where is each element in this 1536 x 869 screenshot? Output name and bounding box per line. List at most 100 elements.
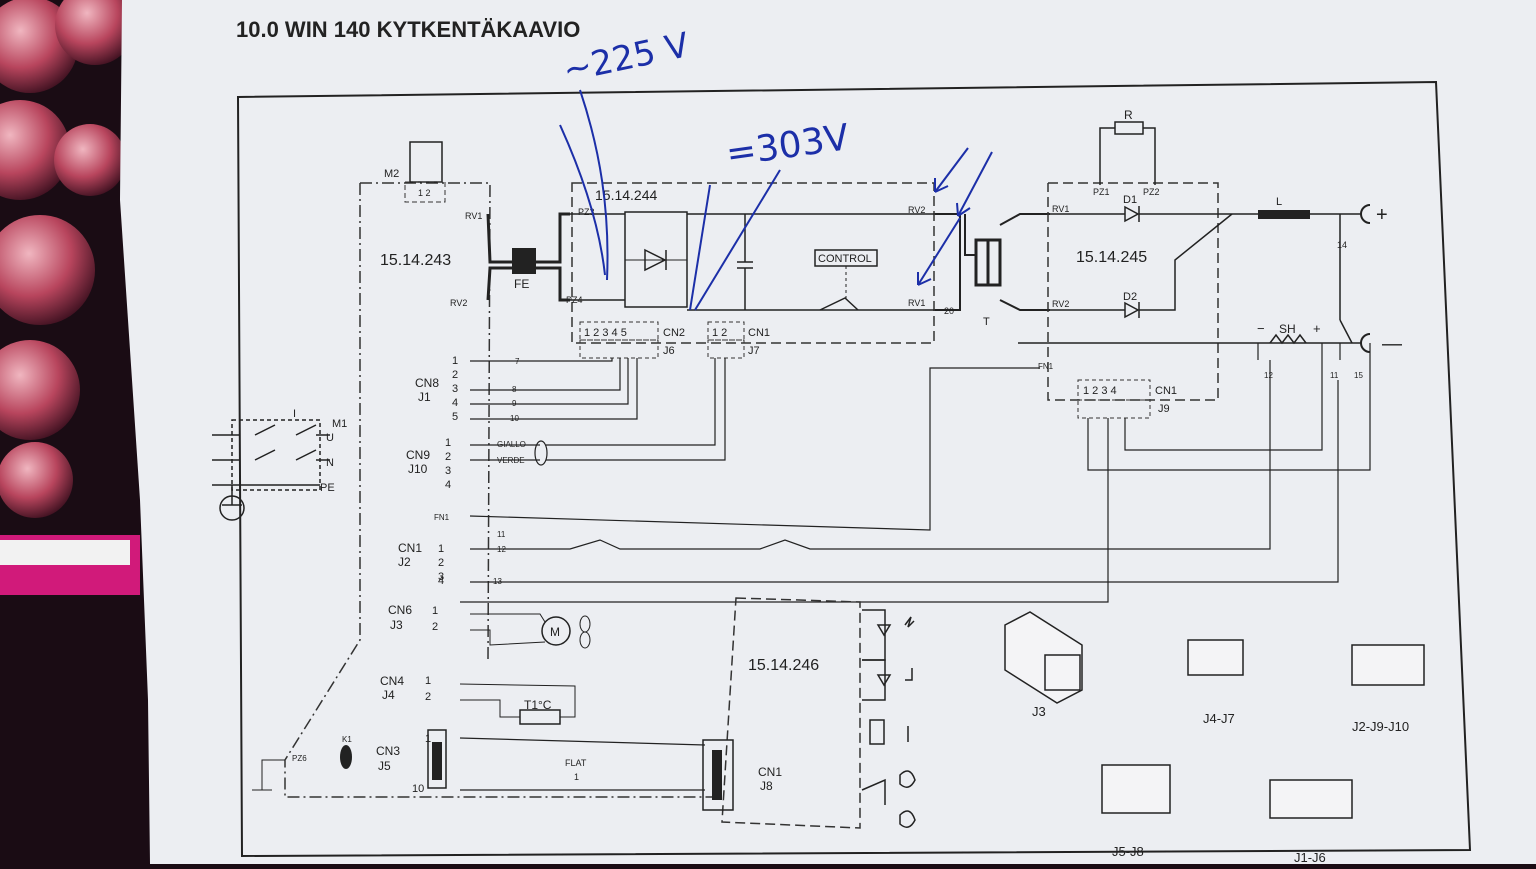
cn3-label: CN3: [376, 744, 400, 758]
cn8-label: CN8: [415, 376, 439, 390]
legend-j1-j6: J1-J6: [1294, 850, 1326, 864]
svg-text:10: 10: [412, 783, 424, 795]
svg-text:1: 1: [425, 675, 431, 687]
wire-13: 13: [493, 577, 502, 586]
legend-j2-j9-j10: J2-J9-J10: [1352, 719, 1409, 734]
svg-text:1: 1: [438, 543, 444, 555]
wire-12b: 12: [1264, 371, 1273, 380]
svg-text:1: 1: [452, 355, 458, 367]
switch-n-label: N: [326, 457, 334, 469]
board-246-label: 15.14.246: [748, 657, 819, 674]
decorative-beads: [0, 0, 140, 595]
wire-8: 8: [512, 385, 517, 394]
pz6-label: PZ6: [292, 754, 307, 763]
wire-11b: 11: [1330, 371, 1339, 380]
d1-label: D1: [1123, 194, 1137, 206]
cn1-j2-bottom: J2: [398, 555, 411, 569]
fan-motor: [541, 616, 571, 646]
k1-label: K1: [342, 735, 352, 744]
svg-text:3: 3: [445, 465, 451, 477]
svg-text:4: 4: [438, 575, 444, 587]
svg-text:2: 2: [445, 451, 451, 463]
shunt-sh: [1269, 333, 1307, 345]
legend-j3: J3: [1032, 704, 1046, 719]
board-244-outline: [571, 182, 935, 344]
rv2-245-label: RV2: [1052, 299, 1069, 309]
transformer-label: T: [983, 316, 990, 328]
cn1-j8-top: CN1: [758, 765, 782, 779]
k1-jumper: [340, 745, 352, 769]
outer-frame: [236, 80, 1472, 858]
wire-7: 7: [515, 357, 520, 366]
board-244-label: 15.14.244: [595, 187, 657, 203]
fn1-j2-label: FN1: [434, 513, 450, 522]
shunt-label: SH: [1279, 322, 1296, 336]
cn1-j8-bottom: J8: [760, 779, 773, 793]
indicator-panel: [861, 609, 916, 828]
d2-label: D2: [1123, 291, 1137, 303]
rv1-245-label: RV1: [1052, 204, 1069, 214]
cn4-label: CN4: [380, 674, 404, 688]
cn1-j7-top: CN1: [748, 327, 770, 339]
cn3-j5-connector: [427, 729, 447, 789]
svg-text:2: 2: [452, 369, 458, 381]
inductor-l: [1258, 210, 1310, 219]
output-minus-terminal: [1360, 333, 1371, 353]
cn6-label: CN6: [388, 603, 412, 617]
cn1-j7-bottom: J7: [748, 345, 760, 357]
switch-pe-label: PE: [320, 482, 335, 494]
svg-text:1 2 3 4 5: 1 2 3 4 5: [584, 327, 627, 339]
svg-text:2: 2: [432, 621, 438, 633]
j4-conn-label: J4: [382, 688, 395, 702]
m2-label: M2: [384, 168, 399, 180]
board-245-label: 15.14.245: [1076, 249, 1147, 266]
rv2-244-label: RV2: [908, 205, 925, 215]
fe-filter: [486, 212, 570, 302]
cn1-j9-top: CN1: [1155, 385, 1177, 397]
svg-text:4: 4: [445, 479, 451, 491]
fn1-245-label: FN1: [1038, 362, 1054, 371]
page-title: 10.0 WIN 140 KYTKENTÄKAAVIO: [236, 17, 580, 42]
fe-core: [512, 248, 536, 274]
j6-label: J6: [663, 345, 675, 357]
pz2-label: PZ2: [1143, 187, 1160, 197]
j3-conn-label: J3: [390, 618, 403, 632]
flat-number: 1: [574, 772, 579, 782]
m1-label: M1: [332, 418, 347, 430]
output-plus-label: +: [1376, 204, 1388, 226]
svg-text:2: 2: [438, 557, 444, 569]
pz3-label: PZ3: [578, 207, 595, 217]
svg-text:2: 2: [425, 691, 431, 703]
paper-sheet: [120, 0, 1536, 864]
svg-text:1 2: 1 2: [418, 188, 431, 198]
wire-14-label: 14: [1337, 240, 1347, 250]
motor-label: M: [550, 625, 560, 639]
wire-9: 9: [512, 399, 517, 408]
fe-label: FE: [514, 277, 529, 291]
output-plus-terminal: [1360, 204, 1371, 224]
cn1-j8-connector: [702, 739, 734, 811]
shunt-plus: +: [1313, 321, 1321, 336]
thermostat-label: T1°C: [524, 698, 552, 712]
wire-giallo: GIALLO: [497, 440, 526, 449]
svg-text:5: 5: [452, 411, 458, 423]
wire-15: 15: [1354, 371, 1363, 380]
pz1-label: PZ1: [1093, 187, 1110, 197]
svg-text:1: 1: [432, 605, 438, 617]
resistor-label: R: [1124, 108, 1133, 122]
board-246-outline: [721, 597, 861, 829]
rv1-243-label: RV1: [465, 211, 482, 221]
inductor-label: L: [1276, 196, 1282, 208]
cn1-j9-bottom: J9: [1158, 403, 1170, 415]
svg-text:3: 3: [452, 383, 458, 395]
flat-label: FLAT: [565, 758, 587, 768]
shunt-minus: −: [1257, 321, 1265, 336]
main-switch-m1: [212, 419, 330, 521]
control-label: CONTROL: [818, 253, 872, 265]
wire-12: 12: [497, 545, 506, 554]
rv2-243-label: RV2: [450, 298, 467, 308]
svg-text:1 2 3 4: 1 2 3 4: [1083, 385, 1117, 397]
board-245-outline: [1047, 182, 1219, 401]
svg-text:4: 4: [452, 397, 458, 409]
